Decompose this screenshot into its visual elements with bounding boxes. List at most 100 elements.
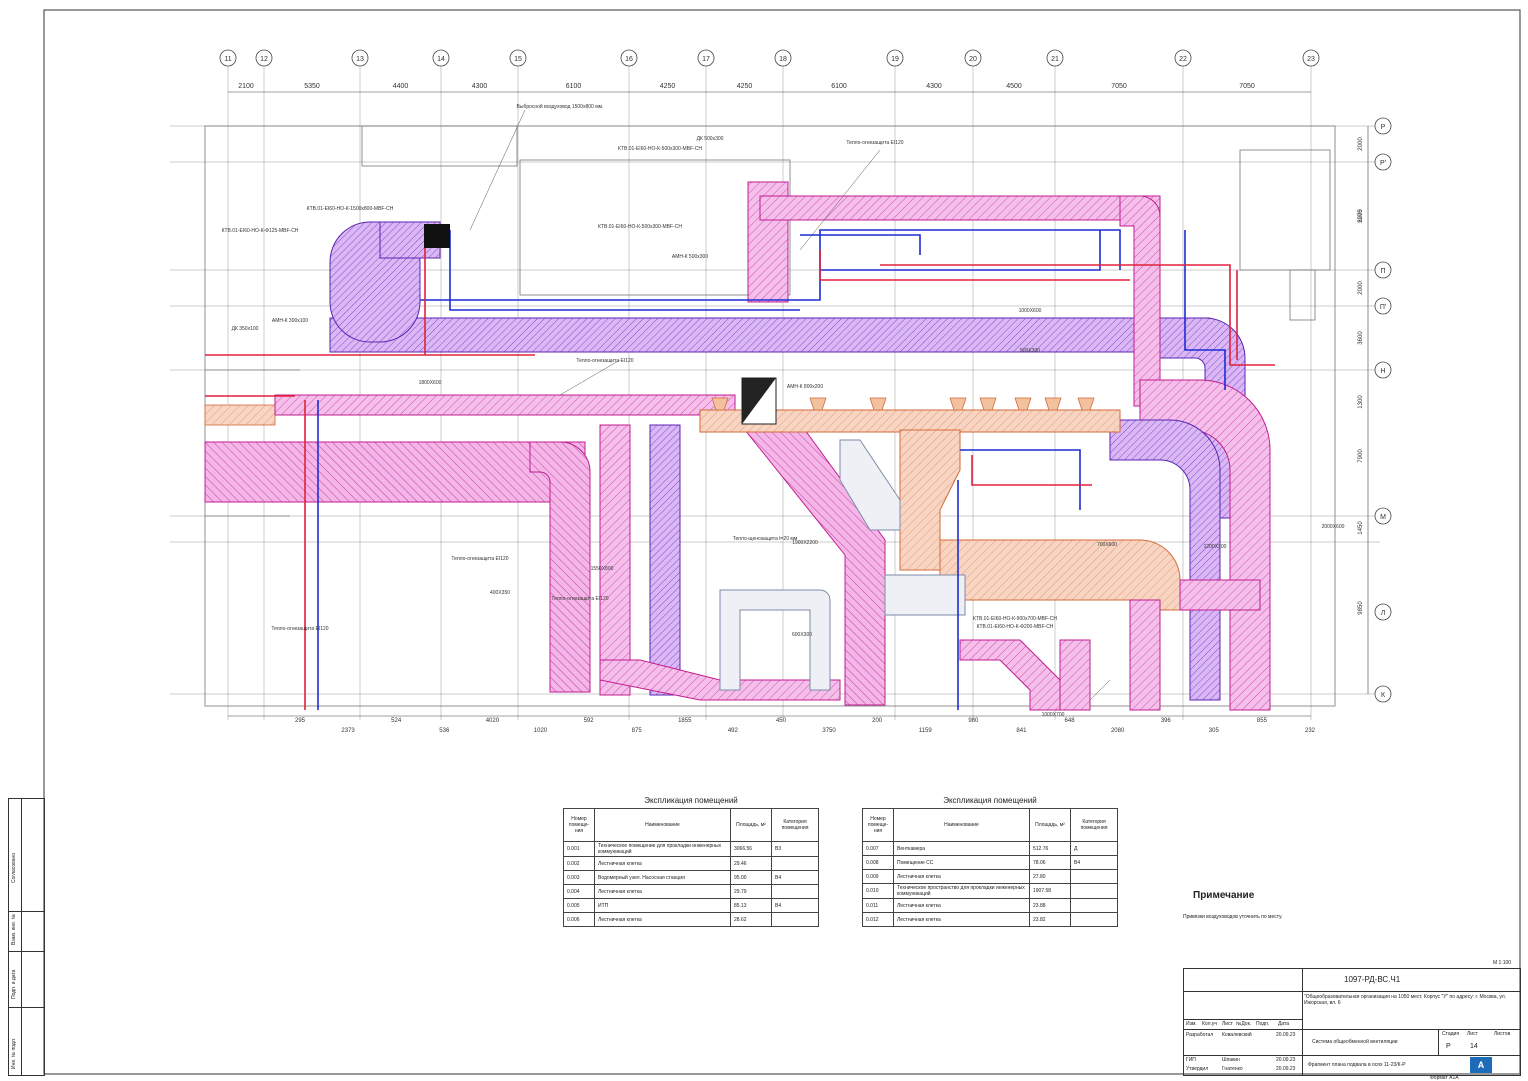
table-cell: В4 <box>771 898 819 913</box>
table-cell <box>771 856 819 871</box>
axis-label: 15 <box>514 56 522 63</box>
strip-inv-replace: Взам. инв. № <box>11 914 17 945</box>
dimension-value: 4250 <box>737 83 753 90</box>
axis-label: П <box>1380 268 1385 275</box>
dimension-value: 7050 <box>1239 83 1255 90</box>
axis-label: Л <box>1381 610 1386 617</box>
axis-label: 23 <box>1307 56 1315 63</box>
name-approved: Гнатенко <box>1222 1066 1243 1072</box>
dimension-value: 855 <box>1257 718 1268 724</box>
duct-label: КТВ.01-EI60-НО-К-500х300-МВF-СН <box>598 224 682 230</box>
axis-bubble <box>219 49 237 67</box>
table-cell: 95.00 <box>730 870 772 885</box>
dimension-value: 6100 <box>831 83 847 90</box>
strip-agreed: Согласовано <box>11 852 17 883</box>
table-cell: Водомерный узел. Насосная станция <box>594 870 731 885</box>
note-title: Примечание <box>1193 890 1255 901</box>
axis-bubble <box>1174 49 1192 67</box>
table-cell: Лестничная клетка <box>893 912 1030 927</box>
table-cell: Техническое помещение для прокладки инже… <box>594 841 731 857</box>
sheets-label: Листов <box>1494 1031 1511 1037</box>
table-cell: 28.62 <box>730 912 772 927</box>
table-cell: 0.011 <box>862 898 894 913</box>
table-cell: 0.003 <box>563 870 595 885</box>
strip-sign-date: Подп. и дата <box>11 969 17 999</box>
axis-label: К <box>1381 692 1386 699</box>
axis-bubble <box>1374 603 1392 621</box>
table-cell: Помещение СС <box>893 855 1030 870</box>
axis-bubble <box>255 49 273 67</box>
table-cell: ИТП <box>594 898 731 913</box>
table-cell <box>771 912 819 927</box>
axis-label: П' <box>1380 304 1386 311</box>
axis-label: 11 <box>224 56 231 63</box>
stage-label: Стадия <box>1442 1031 1460 1037</box>
table-cell: В4 <box>771 870 819 885</box>
strip-inv-orig: Инв. № подл. <box>11 1037 17 1069</box>
duct-label: 1900Х2200 <box>792 540 818 546</box>
duct-label: КТВ.01-EI60-НО-К-1500х800-МВF-СН <box>307 206 394 212</box>
axis-label: М <box>1380 514 1386 521</box>
bottom-dimensions: 2952373524536402010205928751855492450375… <box>295 718 1316 734</box>
duct-label: Тепло-огнезащита EI120 <box>846 140 903 146</box>
dimension-value: 1300 <box>1358 395 1364 409</box>
col-podp: Подп. <box>1256 1021 1270 1027</box>
axis-bubble <box>1374 261 1392 279</box>
dimension-value: 3600 <box>1358 331 1364 345</box>
dimension-value: 4020 <box>486 718 500 724</box>
table-cell: 0.001 <box>563 841 595 857</box>
role-developer: Разработал <box>1186 1032 1214 1038</box>
axis-label: 12 <box>260 56 268 63</box>
axis-label: 21 <box>1051 56 1059 63</box>
duct-label: 1000Х700 <box>1042 712 1065 718</box>
table-cell: В4 <box>1070 855 1118 870</box>
table-cell <box>771 884 819 899</box>
dimension-value: 6100 <box>566 83 582 90</box>
dimension-value: 200 <box>872 718 883 724</box>
name-developer: Ковалевский <box>1222 1032 1252 1038</box>
col-izm: Изм. <box>1186 1021 1197 1027</box>
sheet-value: 14 <box>1470 1043 1478 1050</box>
duct-label: 1550Х800 <box>591 566 614 572</box>
col-ndok: №Док. <box>1236 1021 1252 1027</box>
table-cell: В3 <box>771 841 819 857</box>
duct-label: ДК 350х100 <box>232 326 259 332</box>
sheet-label: Лист <box>1467 1031 1478 1037</box>
duct-label: 2000Х600 <box>1322 524 1345 530</box>
duct-label: 400Х350 <box>490 590 510 596</box>
expl-left-table: Номер помеще-ния Наименование Площадь, м… <box>563 808 819 927</box>
title-block: 1097-РД-ВС.Ч1 "Общеобразовательная орган… <box>1183 968 1521 1076</box>
duct-label: 600Х300 <box>792 632 812 638</box>
table-cell <box>1070 912 1118 927</box>
dimension-value: 2000 <box>1358 137 1364 151</box>
name-gip: Шпакин <box>1222 1057 1240 1063</box>
axis-label: 16 <box>625 56 633 63</box>
dimension-value: 841 <box>1016 728 1027 734</box>
axis-label: 13 <box>356 56 364 63</box>
col-koluch: Кол.уч <box>1202 1021 1217 1027</box>
stage-value: Р <box>1446 1043 1451 1050</box>
table-cell <box>1070 883 1118 899</box>
dimension-value: 4500 <box>1006 83 1022 90</box>
table-cell: 23.82 <box>1029 912 1071 927</box>
dimension-value: 1020 <box>534 728 548 734</box>
axis-label: 19 <box>891 56 899 63</box>
axis-label: 14 <box>437 56 445 63</box>
dimension-value: 4400 <box>393 83 409 90</box>
dimension-value: 5350 <box>304 83 320 90</box>
dimension-value: 648 <box>1065 718 1076 724</box>
dimension-value: 592 <box>584 718 595 724</box>
axis-bubble <box>432 49 450 67</box>
doc-code: 1097-РД-ВС.Ч1 <box>1344 975 1401 984</box>
dimension-value: 396 <box>1161 718 1172 724</box>
axis-label: Р' <box>1380 160 1386 167</box>
